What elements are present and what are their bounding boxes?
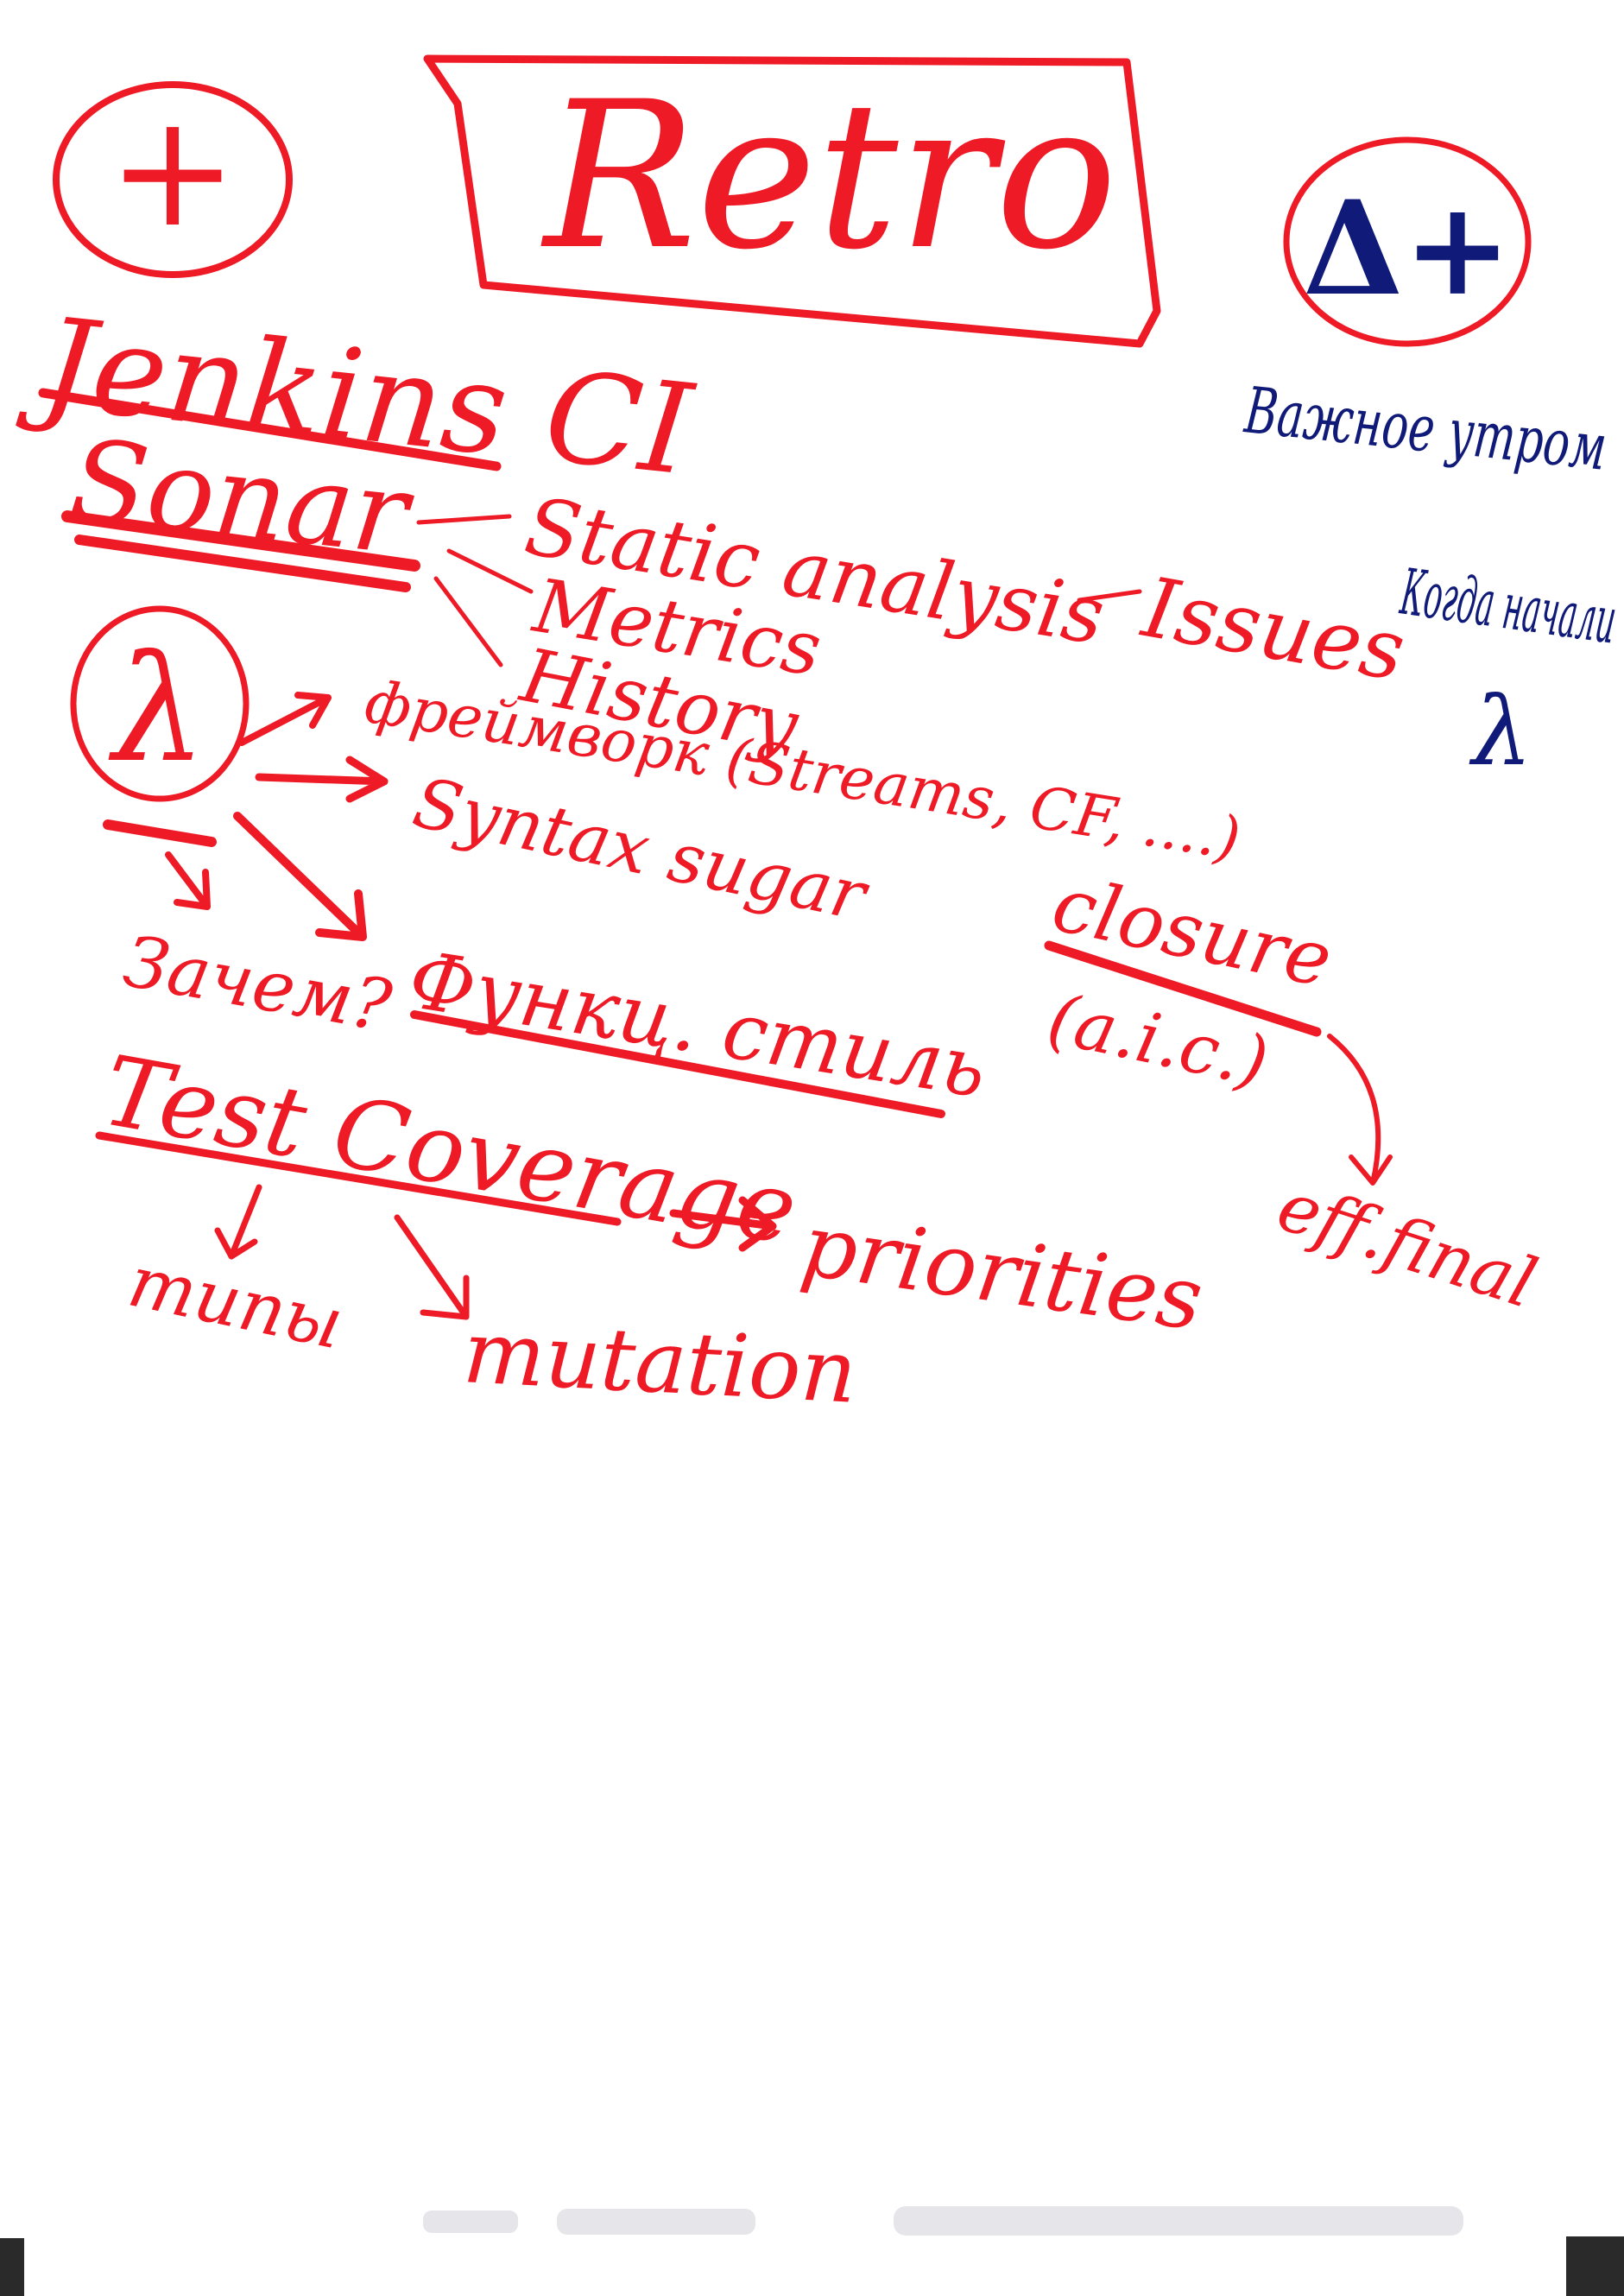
- arrow-why: [165, 851, 211, 910]
- delta-plus-symbol: Δ+: [1303, 173, 1512, 325]
- arrow-functional: [233, 812, 367, 941]
- sonar-underline-2: [74, 534, 411, 592]
- topic-closure-note: (a.i.c.): [1041, 978, 1275, 1103]
- functional-underline: [410, 1010, 945, 1118]
- page-corner-right: [1566, 2236, 1624, 2296]
- topic-types: типы: [122, 1241, 350, 1366]
- jenkins-underline: [38, 388, 502, 471]
- arrow-mutation: [394, 1214, 470, 1320]
- page-corner-left: [0, 2238, 24, 2296]
- title-box: [423, 54, 1161, 348]
- branch-history: [433, 576, 503, 667]
- lambda-symbol: λ: [108, 624, 206, 795]
- topic-eff-final: eff.final: [1268, 1166, 1545, 1325]
- topic-functional-style: Функц. стиль: [403, 933, 993, 1116]
- arrow-syntax: [255, 756, 389, 803]
- delta-circle: [1283, 136, 1532, 347]
- test-coverage-underline: [95, 1131, 622, 1226]
- arrow-eff-final: [1327, 1034, 1393, 1186]
- arrow-priorities: [669, 1196, 777, 1252]
- topic-issues: Issues: [1134, 559, 1412, 699]
- delta-note-3: λ: [1469, 676, 1532, 787]
- arrow-types: [214, 1184, 262, 1260]
- sonar-underline-1: [61, 510, 420, 572]
- branch-static: [416, 514, 512, 525]
- scan-artifact-strip: [423, 2206, 1463, 2236]
- topic-mutation: mutation: [461, 1301, 859, 1423]
- branch-metrics: [446, 548, 534, 594]
- topic-closure: closure: [1046, 859, 1340, 1005]
- plus-circle: [53, 81, 293, 278]
- title-retro: Retro: [540, 59, 1117, 294]
- delta-note-1: Важное утром: [1241, 373, 1610, 485]
- branch-issues: [1077, 589, 1142, 603]
- lambda-underline: [103, 819, 217, 847]
- lambda-circle: [70, 605, 250, 802]
- closure-underline: [1044, 940, 1322, 1037]
- arrow-framework: [238, 692, 332, 746]
- delta-note-2: Когда начали: [1396, 555, 1621, 659]
- plus-symbol: +: [108, 81, 238, 262]
